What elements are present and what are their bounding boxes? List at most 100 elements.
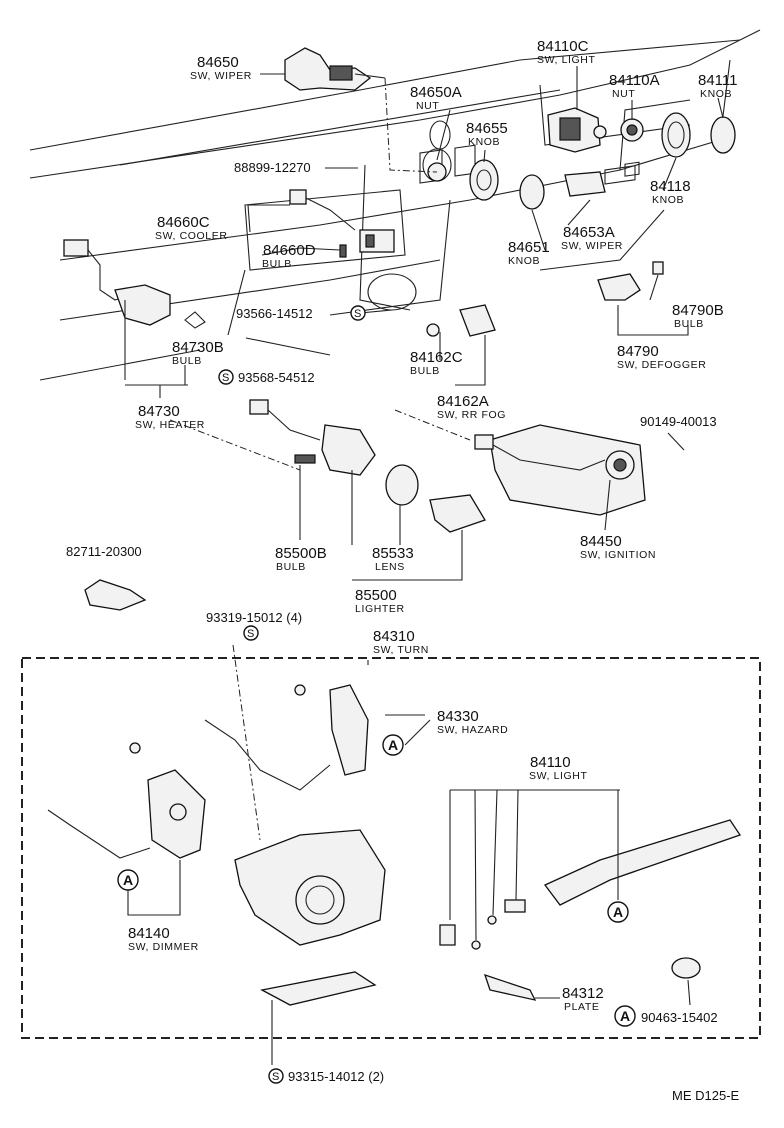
label-84118: 84118 KNOB	[650, 178, 691, 206]
reference-a-icon	[607, 901, 629, 923]
screw-marker-icon	[350, 305, 366, 321]
svg-text:SW, COOLER: SW, COOLER	[155, 230, 228, 242]
svg-text:84162A: 84162A	[437, 393, 489, 410]
svg-text:84655: 84655	[466, 120, 508, 137]
svg-text:KNOB: KNOB	[652, 194, 684, 206]
defogger-switch-84790	[597, 261, 664, 301]
svg-text:NUT: NUT	[612, 88, 635, 100]
svg-text:93319-15012 (4): 93319-15012 (4)	[206, 610, 302, 625]
svg-text:KNOB: KNOB	[700, 88, 732, 100]
svg-text:SW, WIPER: SW, WIPER	[561, 240, 623, 252]
knob-84111	[710, 116, 736, 154]
reference-a-icon	[117, 869, 139, 891]
svg-text:84660D: 84660D	[263, 242, 316, 259]
screw-marker-icon	[268, 1068, 284, 1084]
svg-text:LIGHTER: LIGHTER	[355, 603, 405, 615]
label-84110C: 84110C SW, LIGHT	[537, 38, 596, 66]
svg-text:93315-14012 (2): 93315-14012 (2)	[288, 1069, 384, 1084]
label-84650A: 84650A NUT	[410, 84, 462, 112]
svg-text:84650: 84650	[197, 54, 239, 71]
knob-84118	[661, 112, 691, 158]
lighter-assembly-85500	[249, 399, 486, 533]
svg-text:82711-20300: 82711-20300	[66, 544, 142, 559]
svg-text:BULB: BULB	[172, 355, 202, 367]
svg-text:SW, WIPER: SW, WIPER	[190, 70, 252, 82]
svg-text:A: A	[613, 904, 623, 920]
svg-text:84110C: 84110C	[537, 38, 589, 55]
label-90463-15402: A 90463-15402	[614, 1005, 718, 1027]
bulb-84660D	[339, 244, 347, 258]
svg-text:84790B: 84790B	[672, 302, 724, 319]
svg-text:A: A	[388, 737, 398, 753]
svg-text:84110A: 84110A	[609, 72, 660, 89]
svg-text:84450: 84450	[580, 533, 622, 550]
hazard-switch-84330	[204, 684, 369, 791]
label-84110A: 84110A NUT	[609, 72, 660, 100]
light-switch-84110C	[547, 107, 607, 153]
label-84140: A 84140 SW, DIMMER	[117, 869, 199, 953]
svg-text:SW, DIMMER: SW, DIMMER	[128, 941, 199, 953]
heater-switch-84730	[63, 239, 206, 329]
label-85500B: 85500B BULB	[275, 545, 327, 573]
svg-text:A: A	[123, 872, 133, 888]
knob-84655	[469, 159, 499, 201]
svg-text:S: S	[247, 628, 254, 640]
svg-text:84653A: 84653A	[563, 224, 615, 241]
label-84660C: 84660C SW, COOLER	[155, 214, 228, 242]
svg-text:KNOB: KNOB	[468, 136, 500, 148]
svg-text:84651: 84651	[508, 239, 550, 256]
screw-marker-icon	[243, 625, 259, 641]
svg-text:SW, TURN: SW, TURN	[373, 644, 429, 656]
svg-text:S: S	[354, 308, 361, 320]
svg-text:LENS: LENS	[375, 561, 405, 573]
label-93566-14512: 93566-14512 S	[236, 305, 366, 321]
reference-a-icon	[382, 734, 404, 756]
svg-text:85500: 85500	[355, 587, 397, 604]
label-84330: 84330 SW, HAZARD A	[382, 708, 508, 756]
label-84162C: 84162C BULB	[410, 349, 463, 377]
svg-text:90463-15402: 90463-15402	[641, 1010, 718, 1025]
wiper-switch-84653A	[564, 171, 606, 197]
plate-84312	[483, 973, 537, 1001]
svg-text:84162C: 84162C	[410, 349, 463, 366]
label-84655: 84655 KNOB	[466, 120, 508, 148]
label-84790: 84790 SW, DEFOGGER	[617, 343, 706, 371]
svg-text:BULB: BULB	[674, 318, 704, 330]
svg-text:93566-14512: 93566-14512	[236, 306, 313, 321]
svg-text:SW, RR FOG: SW, RR FOG	[437, 409, 506, 421]
label-84450: 84450 SW, IGNITION	[580, 533, 656, 561]
label-84730: 84730 SW, HEATER	[135, 403, 204, 431]
svg-text:NUT: NUT	[416, 100, 439, 112]
svg-text:84660C: 84660C	[157, 214, 210, 231]
label-84653A: 84653A SW, WIPER	[561, 224, 623, 252]
reference-a-icon	[614, 1005, 636, 1027]
svg-text:84330: 84330	[437, 708, 479, 725]
svg-text:SW, LIGHT: SW, LIGHT	[537, 54, 596, 66]
clamp-90463	[671, 957, 701, 979]
screw-marker-icon	[218, 369, 234, 385]
nut-84110A	[620, 118, 644, 142]
label-84651: 84651 KNOB	[508, 239, 550, 267]
label-93319-15012: 93319-15012 (4) S	[206, 610, 302, 641]
rr-fog-switch-84162A	[426, 304, 496, 337]
ref-a-light-switch: A	[607, 901, 629, 923]
combination-switch-body	[234, 829, 386, 1006]
svg-text:84118: 84118	[650, 178, 691, 195]
svg-text:BULB: BULB	[262, 258, 292, 270]
ignition-switch-84450	[474, 424, 646, 516]
label-84310: 84310 SW, TURN	[373, 628, 429, 656]
label-84790B: 84790B BULB	[672, 302, 724, 330]
figure-code: ME D125-E	[672, 1088, 740, 1103]
label-84110: 84110 SW, LIGHT	[529, 754, 588, 782]
label-93568-54512: S 93568-54512	[218, 369, 315, 385]
svg-text:84310: 84310	[373, 628, 415, 645]
svg-text:PLATE: PLATE	[564, 1001, 599, 1013]
svg-text:KNOB: KNOB	[508, 255, 540, 267]
svg-text:84730B: 84730B	[172, 339, 224, 356]
svg-text:SW, LIGHT: SW, LIGHT	[529, 770, 588, 782]
svg-text:SW, IGNITION: SW, IGNITION	[580, 549, 656, 561]
svg-text:84111: 84111	[698, 72, 738, 89]
leader-lines	[124, 66, 724, 1065]
label-84111: 84111 KNOB	[698, 72, 738, 100]
